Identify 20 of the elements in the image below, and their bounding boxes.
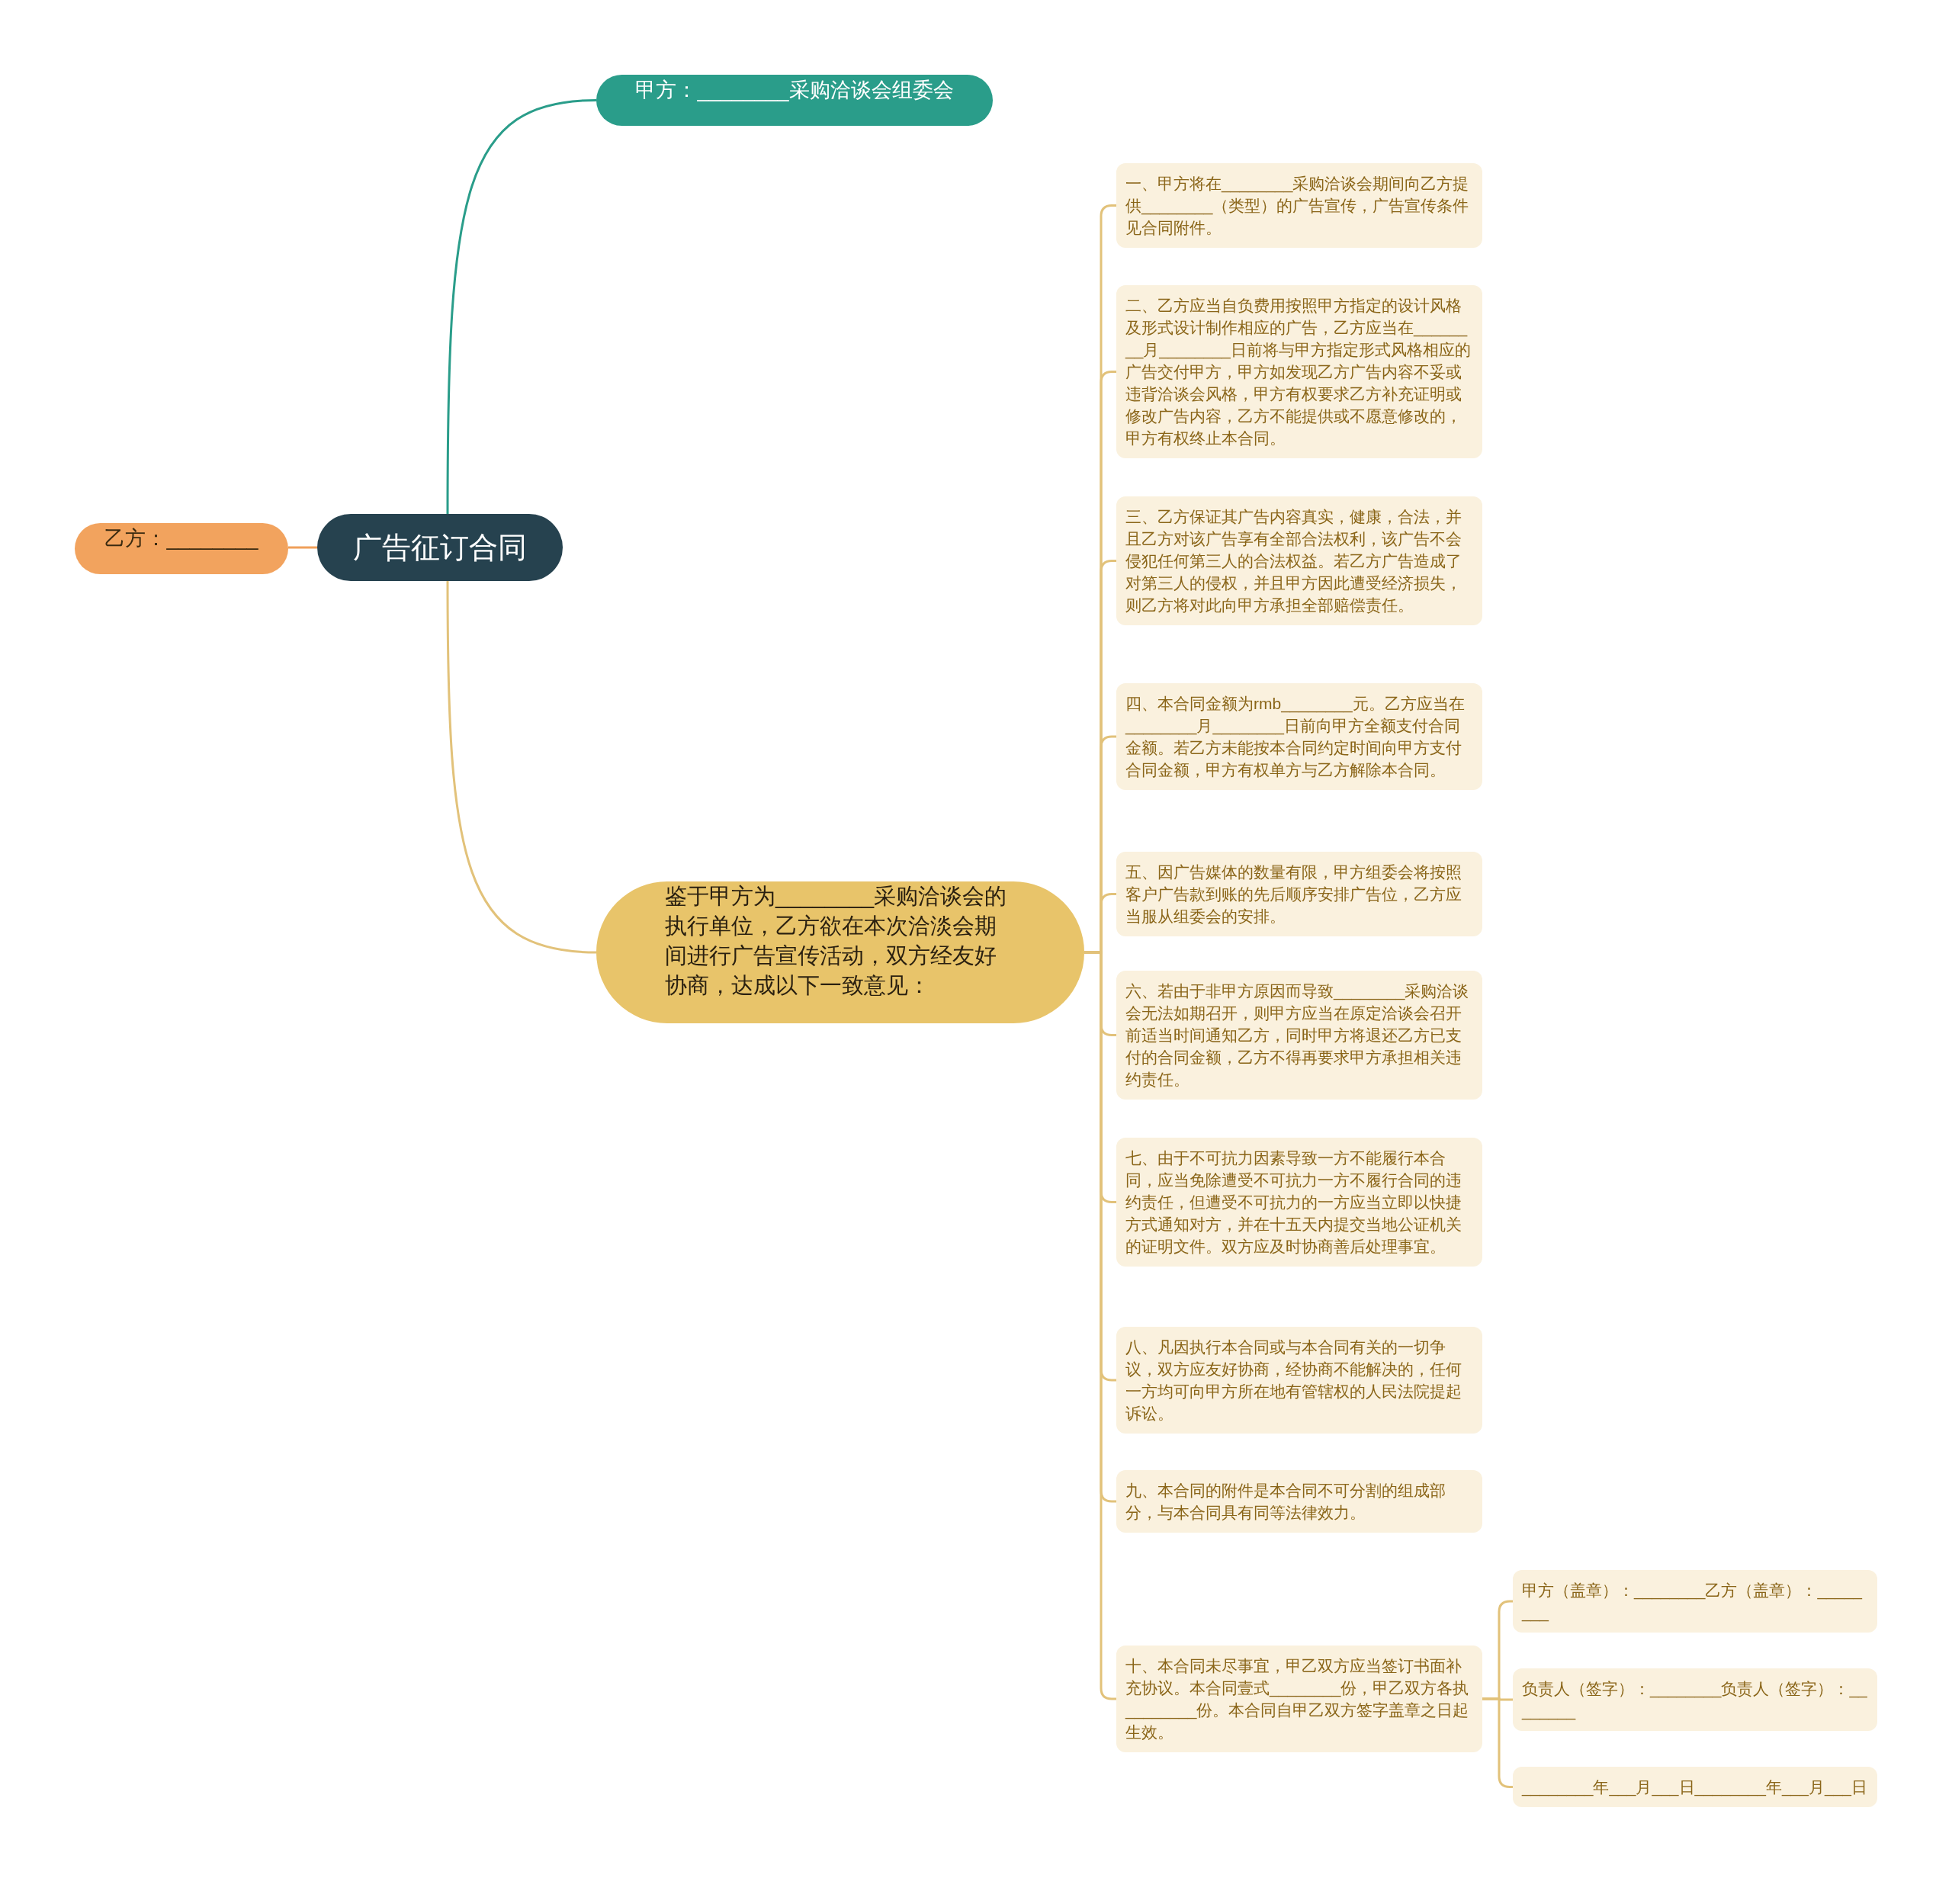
connector-line [446,99,597,514]
clause-card: 十、本合同未尽事宜，甲乙双方应当签订书面补充协议。本合同壹式________份，甲乙双方各执________份。本合同自甲乙双方签字盖章之日起生效。 [1116,1646,1482,1752]
clause-card: 三、乙方保证其广告内容真实，健康，合法，并且乙方对该广告享有全部合法权利，该广告不会侵犯任何第三人的合法权益。若乙方广告造成了对第三人的侵权，并且甲方因此遭受经济损失，则乙方将对此向甲方承担全部赔偿责任。 [1116,496,1482,625]
connector-line [446,581,597,954]
clause-card: 六、若由于非甲方原因而导致________采购洽谈会无法如期召开，则甲方应当在原定洽谈会召开前适当时间通知乙方，同时甲方将退还乙方已支付的合同金额，乙方不得再要求甲方承担相关违约责任。 [1116,971,1482,1100]
signature-card: 负责人（签字）：________负责人（签字）：________ [1513,1668,1877,1731]
signature-card: ________年___月___日________年___月___日 [1513,1767,1877,1807]
root-topic: 广告征订合同 [317,514,563,581]
clause-card: 九、本合同的附件是本合同不可分割的组成部分，与本合同具有同等法律效力。 [1116,1470,1482,1533]
clause-card: 五、因广告媒体的数量有限，甲方组委会将按照客户广告款到账的先后顺序安排广告位，乙方应当服从组委会的安排。 [1116,852,1482,936]
clause-card: 七、由于不可抗力因素导致一方不能履行本合同，应当免除遭受不可抗力一方不履行合同的违约责任，但遭受不可抗力的一方应当立即以快捷方式通知对方，并在十五天内提交当地公证机关的证明文件。双方应及时协商善后处理事宜。 [1116,1138,1482,1267]
main-topic: 鉴于甲方为________采购洽谈会的执行单位，乙方欲在本次洽淡会期间进行广告宣传活动，双方经友好协商，达成以下一致意见： [596,881,1084,1023]
clause-card: 四、本合同金额为rmb________元。乙方应当在________月________日前向甲方全额支付合同金额。若乙方未能按本合同约定时间向甲方支付合同金额，甲方有权单方与乙方解除本合同。 [1116,683,1482,790]
main-topic: 乙方：________ [75,523,288,574]
signature-card: 甲方（盖章）：________乙方（盖章）：________ [1513,1570,1877,1633]
clause-card: 八、凡因执行本合同或与本合同有关的一切争议，双方应友好协商，经协商不能解决的，任何一方均可向甲方所在地有管辖权的人民法院提起诉讼。 [1116,1327,1482,1434]
main-topic: 甲方：________采购洽谈会组委会 [596,75,993,126]
clause-card: 一、甲方将在________采购洽谈会期间向乙方提供________（类型）的广告宣传，广告宣传条件见合同附件。 [1116,163,1482,248]
connector-line [288,546,317,549]
clause-card: 二、乙方应当自负费用按照甲方指定的设计风格及形式设计制作相应的广告，乙方应当在________月________日前将与甲方指定形式风格相应的广告交付甲方，甲方如发现乙方广告内容不妥或违背洽谈会风格，甲方有权要求乙方补充证明或修改广告内容，乙方不能提供或不愿意修改的，甲方有权终止本合同。 [1116,285,1482,458]
